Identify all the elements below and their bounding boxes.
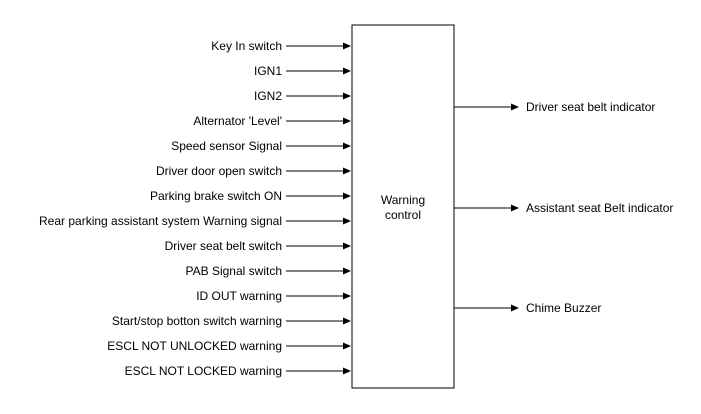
input-signal-label: Alternator 'Level' bbox=[193, 114, 282, 128]
controller-line-2: control bbox=[384, 208, 422, 222]
input-arrow bbox=[286, 242, 351, 250]
input-arrow bbox=[286, 117, 351, 125]
input-signal-label: IGN2 bbox=[253, 89, 282, 103]
input-arrow bbox=[286, 292, 351, 300]
input-arrow bbox=[286, 317, 351, 325]
input-arrow bbox=[286, 367, 351, 375]
input-arrow bbox=[286, 217, 351, 225]
input-signal-label: Start/stop botton switch warning bbox=[111, 314, 282, 328]
input-arrow bbox=[286, 267, 351, 275]
input-arrow bbox=[286, 342, 351, 350]
output-arrow bbox=[454, 204, 519, 212]
input-signal-label: PAB Signal switch bbox=[185, 264, 283, 278]
warning-control-label: Warning control bbox=[352, 193, 454, 223]
input-signal-label: Key In switch bbox=[211, 39, 282, 53]
input-signal-label: Driver door open switch bbox=[155, 164, 282, 178]
input-arrow bbox=[286, 192, 351, 200]
input-signal-label: Parking brake switch ON bbox=[149, 189, 282, 203]
output-signal-label: Chime Buzzer bbox=[526, 301, 602, 315]
input-arrow bbox=[286, 42, 351, 50]
input-signal-label: Speed sensor Signal bbox=[171, 139, 282, 153]
output-arrow bbox=[454, 304, 519, 312]
input-signal-label: Driver seat belt switch bbox=[164, 239, 282, 253]
output-signal-label: Assistant seat Belt indicator bbox=[526, 201, 674, 215]
warning-control-box bbox=[351, 24, 455, 389]
input-arrow bbox=[286, 67, 351, 75]
input-arrow bbox=[286, 167, 351, 175]
input-arrow bbox=[286, 142, 351, 150]
input-signal-label: ESCL NOT UNLOCKED warning bbox=[107, 339, 282, 353]
input-signal-label: ID OUT warning bbox=[196, 289, 282, 303]
controller-line-1: Warning bbox=[380, 193, 426, 207]
input-signal-label: ESCL NOT LOCKED warning bbox=[124, 364, 282, 378]
input-signal-label: IGN1 bbox=[253, 64, 282, 78]
output-arrow bbox=[454, 103, 519, 111]
output-signal-label: Driver seat belt indicator bbox=[526, 100, 656, 114]
input-arrow bbox=[286, 92, 351, 100]
input-signal-label: Rear parking assistant system Warning si… bbox=[39, 214, 282, 228]
